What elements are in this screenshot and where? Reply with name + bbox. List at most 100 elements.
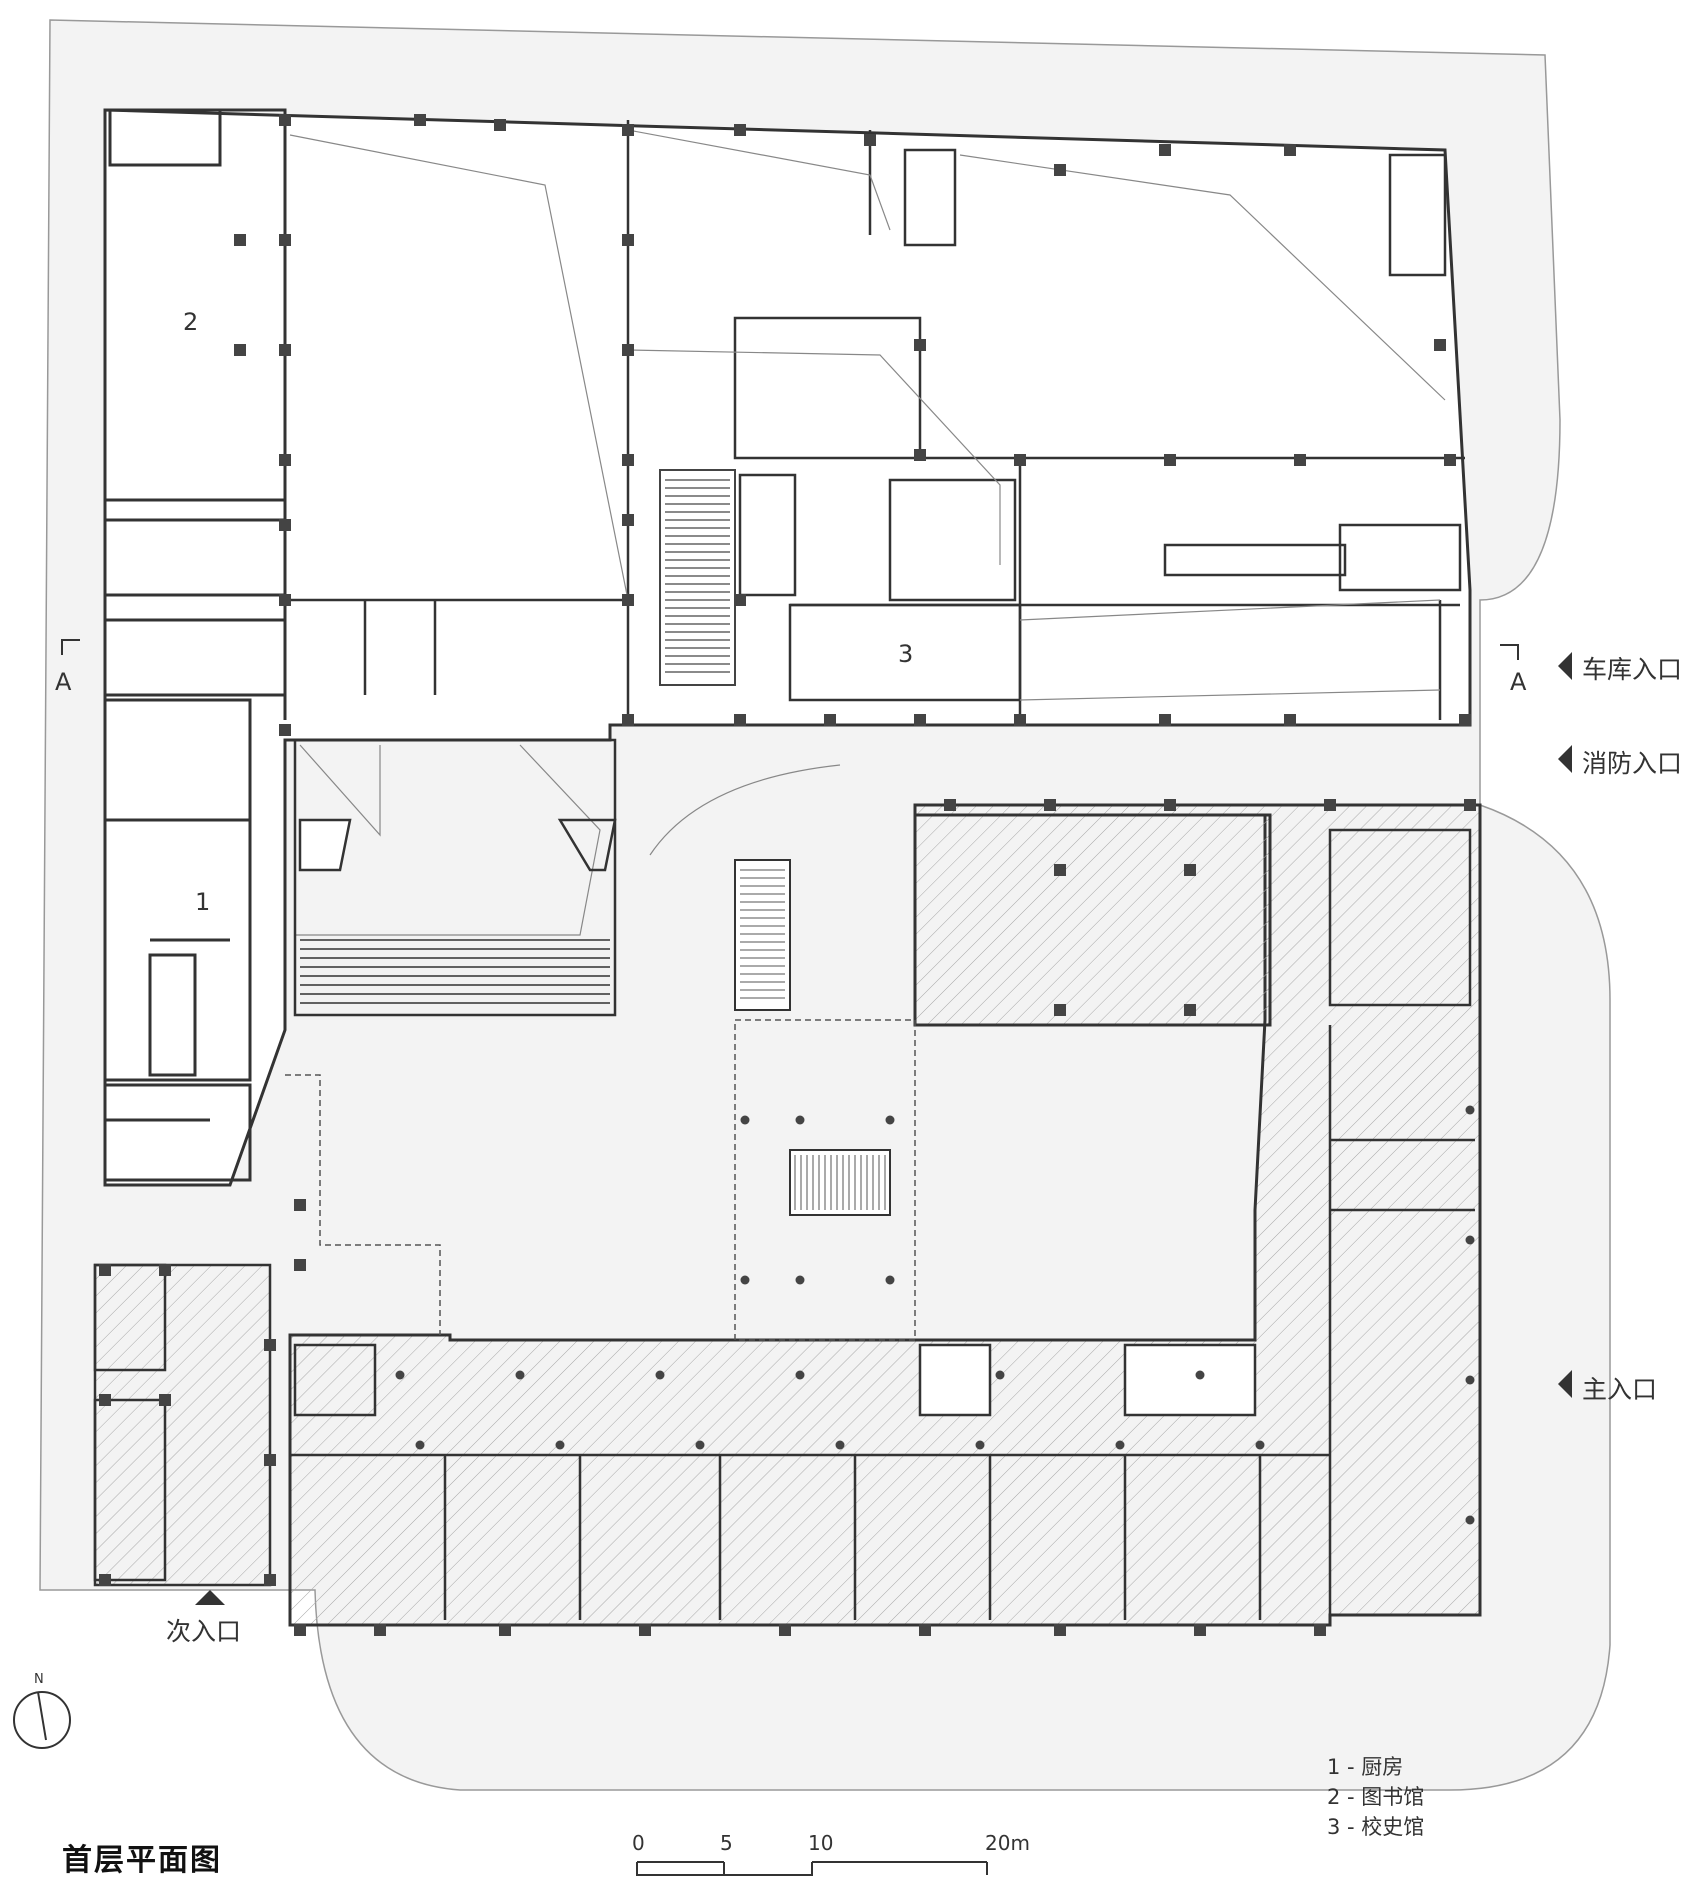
round-column: [555, 1440, 565, 1450]
round-column: [1195, 1370, 1205, 1380]
round-column: [1465, 1235, 1475, 1245]
round-column: [740, 1275, 750, 1285]
main-entrance-label: 主入口: [1582, 1375, 1658, 1404]
column: [279, 724, 291, 736]
round-column: [975, 1440, 985, 1450]
round-column: [835, 1440, 845, 1450]
column: [279, 519, 291, 531]
column: [919, 1624, 931, 1636]
round-column: [740, 1115, 750, 1125]
column: [1434, 339, 1446, 351]
column: [279, 454, 291, 466]
column: [914, 449, 926, 461]
page-title: 首层平面图: [62, 1843, 222, 1878]
column: [499, 1624, 511, 1636]
column: [1014, 714, 1026, 726]
round-column: [995, 1370, 1005, 1380]
column: [264, 1454, 276, 1466]
column: [1459, 714, 1471, 726]
column: [914, 339, 926, 351]
column: [734, 714, 746, 726]
assembly-hall: [293, 738, 617, 1017]
central-stair: [734, 859, 891, 1216]
round-column: [1115, 1440, 1125, 1450]
column: [1159, 144, 1171, 156]
column: [914, 714, 926, 726]
round-column: [695, 1440, 705, 1450]
scale-tick-0: 0: [632, 1831, 645, 1855]
garage-entrance-label: 车库入口: [1582, 655, 1683, 684]
north-arrow-needle: [37, 1691, 47, 1741]
south-classrooms: [93, 828, 1475, 1625]
column: [99, 1574, 111, 1586]
section-mark-west: [61, 639, 80, 655]
round-column: [795, 1275, 805, 1285]
column: [1054, 864, 1066, 876]
section-mark-east: [1500, 644, 1519, 660]
column: [414, 114, 426, 126]
round-column: [795, 1370, 805, 1380]
legend-item-library: 2 - 图书馆: [1327, 1785, 1425, 1809]
column: [824, 714, 836, 726]
column: [1044, 799, 1056, 811]
scale-tick-20m: 20m: [985, 1831, 1030, 1855]
column: [1464, 799, 1476, 811]
column: [1054, 1004, 1066, 1016]
library-wing: [103, 108, 287, 720]
column: [622, 454, 634, 466]
fire-entrance-arrow: [1558, 745, 1572, 773]
column: [622, 514, 634, 526]
north-label: N: [34, 1672, 44, 1687]
column: [734, 594, 746, 606]
column: [264, 1574, 276, 1586]
south-block-fill-ne: [913, 813, 1272, 1027]
secondary-entrance-arrow: [195, 1590, 225, 1605]
round-column: [1255, 1440, 1265, 1450]
legend: 1 - 厨房 2 - 图书馆 3 - 校史馆: [1327, 1752, 1424, 1842]
column: [1284, 714, 1296, 726]
column: [1444, 454, 1456, 466]
north-halls: [285, 120, 1465, 720]
scale-tick-5: 5: [720, 1831, 733, 1855]
column: [234, 344, 246, 356]
kitchen-wing: [103, 698, 252, 1182]
section-label-east: A: [1510, 668, 1527, 696]
column: [639, 1624, 651, 1636]
column: [1184, 1004, 1196, 1016]
column: [279, 594, 291, 606]
round-column: [1465, 1515, 1475, 1525]
column: [279, 114, 291, 126]
section-label-west: A: [55, 668, 72, 696]
fire-entrance-label: 消防入口: [1582, 749, 1683, 778]
column: [622, 594, 634, 606]
column: [779, 1624, 791, 1636]
scale-bar: [636, 1861, 988, 1876]
column: [159, 1264, 171, 1276]
round-column: [795, 1115, 805, 1125]
legend-item-history: 3 - 校史馆: [1327, 1815, 1425, 1839]
room-number-history: 3: [898, 640, 913, 668]
secondary-entrance-label: 次入口: [166, 1617, 242, 1646]
column: [1314, 1624, 1326, 1636]
round-column: [1465, 1375, 1475, 1385]
column: [1324, 799, 1336, 811]
column: [1159, 714, 1171, 726]
column: [622, 344, 634, 356]
round-column: [885, 1275, 895, 1285]
round-column: [395, 1370, 405, 1380]
column: [1194, 1624, 1206, 1636]
room-number-kitchen: 1: [195, 888, 210, 916]
column: [1054, 164, 1066, 176]
north-stair: [659, 469, 736, 686]
column: [294, 1199, 306, 1211]
round-column: [885, 1115, 895, 1125]
column: [1164, 454, 1176, 466]
south-block-fill-w: [93, 1263, 272, 1587]
column: [622, 714, 634, 726]
column: [1014, 454, 1026, 466]
column: [734, 124, 746, 136]
room-number-library: 2: [183, 308, 198, 336]
column: [294, 1259, 306, 1271]
column: [944, 799, 956, 811]
column: [1294, 454, 1306, 466]
